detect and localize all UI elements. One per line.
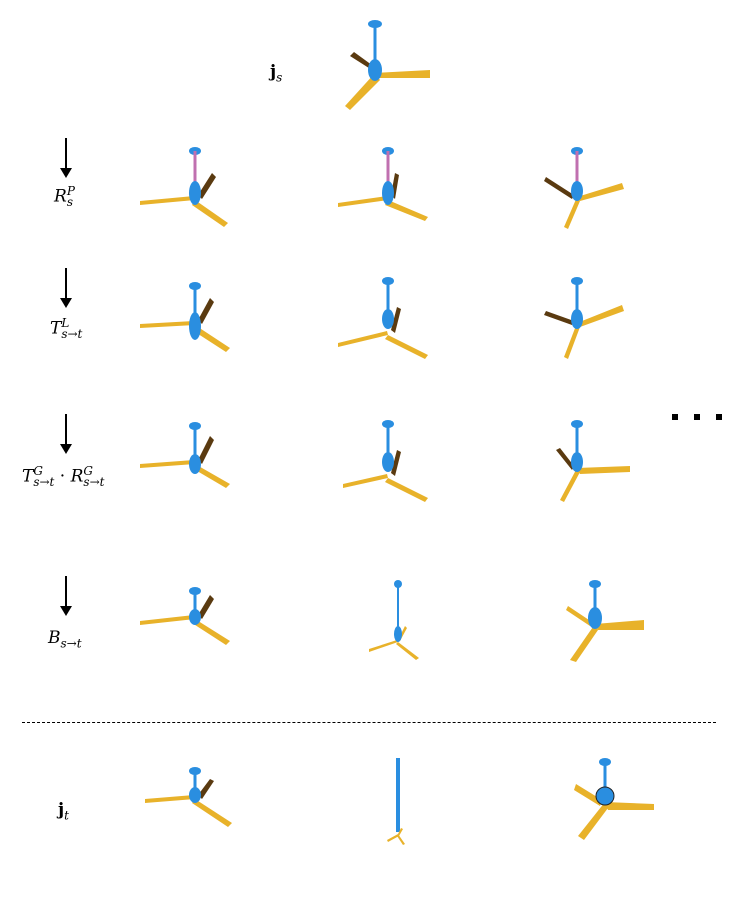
fan-target-2 xyxy=(387,758,405,845)
fan-tl-1 xyxy=(140,282,230,352)
ellipsis-dot xyxy=(716,414,722,420)
down-arrow-icon xyxy=(60,138,72,178)
down-arrow-icon xyxy=(60,268,72,308)
fan-tgrg-2 xyxy=(343,420,428,502)
ellipsis-dot xyxy=(672,414,678,420)
fan-tgrg-3 xyxy=(556,420,630,502)
down-arrow-icon xyxy=(60,414,72,454)
fan-tgrg-1 xyxy=(140,422,230,488)
separator-line xyxy=(22,722,716,723)
ellipsis-dot xyxy=(694,414,700,420)
fan-rp-1 xyxy=(140,147,228,227)
fan-b-1 xyxy=(140,587,230,645)
fan-target-3 xyxy=(574,758,654,840)
source-label: js xyxy=(270,62,283,85)
down-arrow-icon xyxy=(60,576,72,616)
fan-tl-2 xyxy=(338,277,428,359)
fan-source xyxy=(345,20,430,110)
fan-b-3 xyxy=(566,580,644,662)
target-label: jt xyxy=(58,800,69,823)
fan-rp-3 xyxy=(544,147,624,229)
fan-target-1 xyxy=(145,767,232,827)
fan-b-2 xyxy=(369,580,419,660)
label-b: Bs→t xyxy=(48,628,82,651)
fan-tl-3 xyxy=(544,277,624,359)
fan-rp-2 xyxy=(338,147,428,221)
